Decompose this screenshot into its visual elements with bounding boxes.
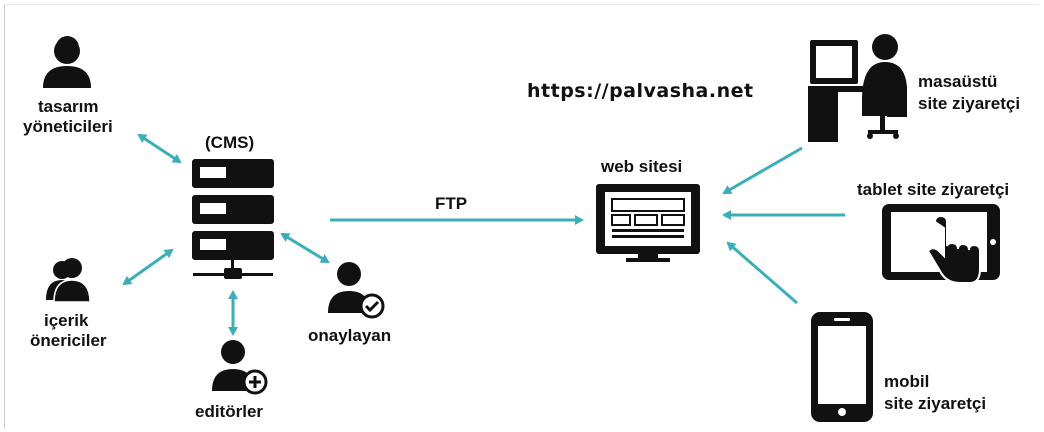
approver-label: onaylayan bbox=[308, 326, 392, 345]
design-managers-label-line1: tasarım bbox=[38, 97, 99, 116]
cms-label: (CMS) bbox=[205, 133, 255, 152]
group-icon bbox=[46, 258, 91, 303]
person-add-icon bbox=[212, 340, 268, 395]
arrow-cms-approver bbox=[280, 232, 330, 264]
monitor-website-icon bbox=[596, 184, 700, 262]
arrow-desktop-website bbox=[722, 146, 803, 195]
mobile-phone-icon bbox=[811, 312, 873, 422]
website-label: web sitesi bbox=[601, 157, 683, 176]
arrow-design-managers-cms bbox=[137, 133, 182, 164]
desktop-visitor-label-line1: masaüstü bbox=[918, 72, 998, 91]
design-manager-icon bbox=[43, 36, 91, 88]
ftp-label: FTP bbox=[435, 194, 468, 213]
arrow-mobile-website bbox=[726, 241, 798, 305]
editors-label: editörler bbox=[195, 402, 264, 421]
mobile-visitor-label-line2: site ziyaretçi bbox=[884, 394, 987, 413]
person-check-icon bbox=[328, 262, 385, 319]
mobile-visitor-label-line1: mobil bbox=[884, 372, 930, 391]
arrow-suggesters-cms bbox=[122, 248, 174, 286]
content-suggesters-label-line2: önericiler bbox=[30, 331, 107, 350]
design-managers-label-line2: yöneticileri bbox=[23, 117, 113, 136]
tablet-visitor-label: tablet site ziyaretçi bbox=[857, 180, 1010, 199]
content-suggesters-label-line1: içerik bbox=[44, 311, 89, 330]
server-icon bbox=[192, 159, 274, 279]
desktop-user-icon bbox=[808, 34, 907, 142]
url-text: https://palvasha.net bbox=[527, 80, 754, 102]
connector-arrows bbox=[122, 133, 845, 336]
desktop-visitor-label-line2: site ziyaretçi bbox=[918, 94, 1021, 113]
tablet-touch-icon bbox=[882, 204, 1000, 284]
frame-border bbox=[4, 4, 1039, 429]
